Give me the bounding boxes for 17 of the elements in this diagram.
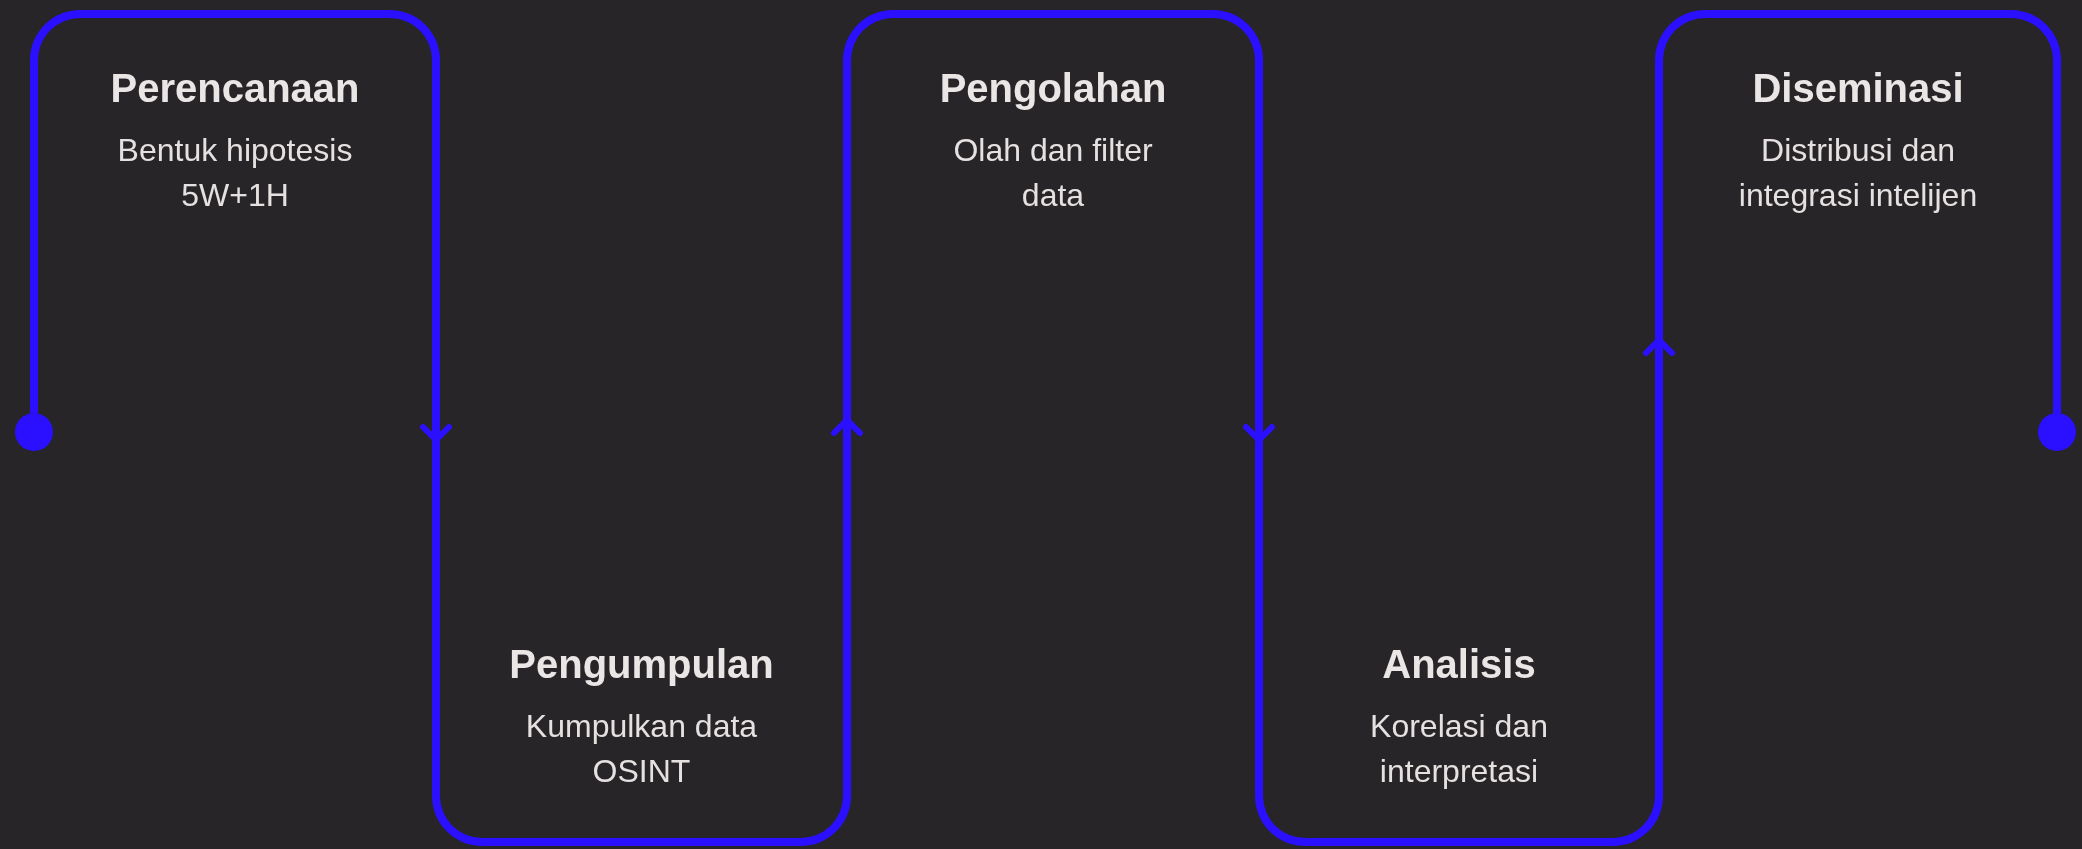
- stage-title: Pengolahan: [939, 65, 1167, 112]
- stage-frame: [1255, 450, 1663, 846]
- stage-title: Analisis: [1382, 641, 1536, 689]
- stage-description: Kumpulkan data OSINT: [524, 707, 759, 792]
- stage-description: Bentuk hipotesis 5W+1H: [116, 131, 354, 215]
- stage-title: Diseminasi: [1752, 65, 1964, 112]
- stage-description: Distribusi dan integrasi intelijen: [1737, 131, 1979, 215]
- stage-frame: [843, 10, 1263, 410]
- endpoint-dot: [15, 413, 53, 451]
- endpoint-dot: [2038, 413, 2076, 451]
- stage-title: Pengumpulan: [509, 641, 774, 689]
- stage-frame: [30, 10, 440, 330]
- stage-frame: [432, 450, 851, 846]
- stage-title: Perencanaan: [110, 65, 360, 112]
- stage-description: Olah dan filter data: [952, 131, 1154, 215]
- stage-frame: [1655, 10, 2061, 330]
- stage-description: Korelasi dan interpretasi: [1369, 707, 1549, 792]
